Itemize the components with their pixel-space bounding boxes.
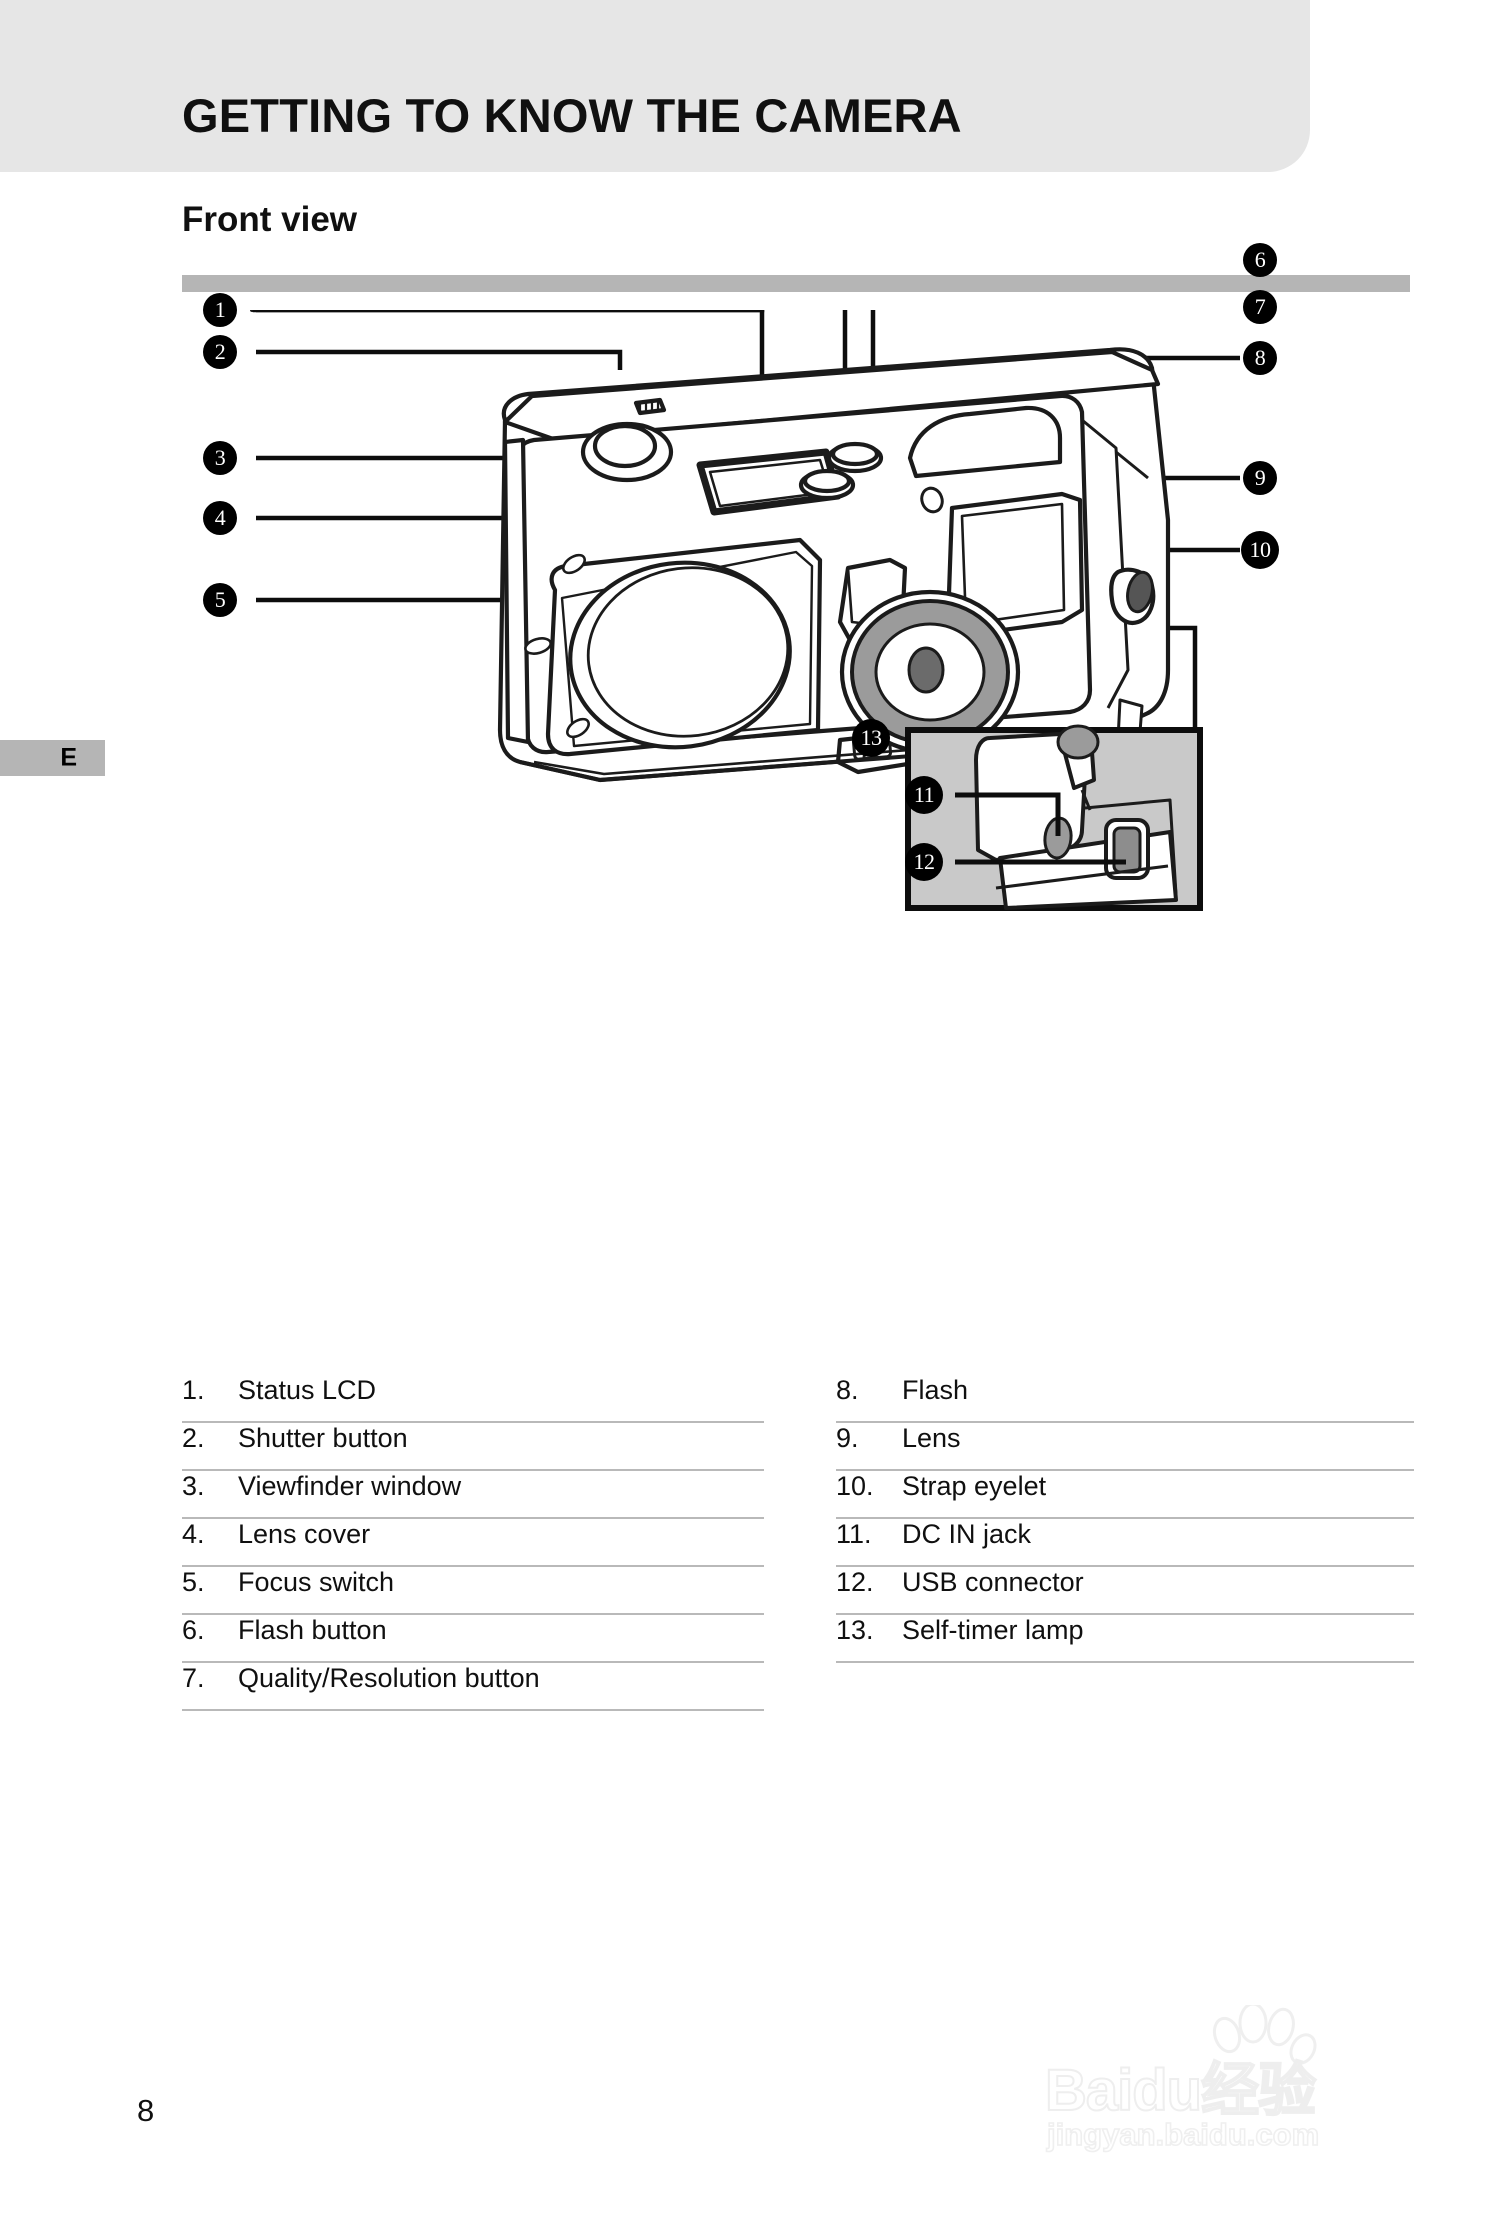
callout-13: 13 bbox=[852, 719, 890, 757]
feature-item-9: 9. Lens bbox=[836, 1423, 1414, 1471]
feature-item-11: 11. DC IN jack bbox=[836, 1519, 1414, 1567]
feature-item-8: 8. Flash bbox=[836, 1375, 1414, 1423]
feature-list-right: 8. Flash 9. Lens 10. Strap eyelet 11. DC… bbox=[836, 1375, 1414, 1663]
callout-8: 8 bbox=[1243, 341, 1277, 375]
feature-item-1: 1. Status LCD bbox=[182, 1375, 764, 1423]
feature-number: 9. bbox=[836, 1423, 859, 1453]
feature-label: Lens cover bbox=[238, 1519, 371, 1549]
feature-label: Flash button bbox=[238, 1615, 387, 1645]
callout-3: 3 bbox=[203, 441, 237, 475]
feature-item-4: 4. Lens cover bbox=[182, 1519, 764, 1567]
feature-list-left: 1. Status LCD 2. Shutter button 3. Viewf… bbox=[182, 1375, 764, 1711]
feature-label: Quality/Resolution button bbox=[238, 1663, 540, 1693]
feature-number: 1. bbox=[182, 1375, 205, 1405]
paw-print-icon bbox=[1212, 2005, 1317, 2065]
feature-item-3: 3. Viewfinder window bbox=[182, 1471, 764, 1519]
feature-number: 7. bbox=[182, 1663, 205, 1693]
feature-item-13: 13. Self-timer lamp bbox=[836, 1615, 1414, 1663]
feature-label: Focus switch bbox=[238, 1567, 395, 1597]
callout-4: 4 bbox=[203, 501, 237, 535]
feature-label: Viewfinder window bbox=[238, 1471, 462, 1501]
feature-label: Lens bbox=[902, 1423, 961, 1453]
feature-number: 11. bbox=[836, 1519, 872, 1549]
callout-6: 6 bbox=[1243, 243, 1277, 277]
watermark-brand: Baidu经验 bbox=[1044, 2057, 1317, 2124]
feature-number: 8. bbox=[836, 1375, 859, 1405]
callout-9: 9 bbox=[1243, 461, 1277, 495]
watermark-url: jingyan.baidu.com bbox=[1046, 2116, 1320, 2153]
feature-number: 10. bbox=[836, 1471, 874, 1501]
callout-11: 11 bbox=[905, 776, 943, 814]
feature-item-12: 12. USB connector bbox=[836, 1567, 1414, 1615]
section-divider-rule bbox=[182, 275, 1410, 292]
feature-label: Shutter button bbox=[238, 1423, 408, 1453]
camera-front-view-illustration bbox=[250, 310, 1240, 911]
feature-number: 6. bbox=[182, 1615, 205, 1645]
callout-10: 10 bbox=[1241, 531, 1279, 569]
feature-item-2: 2. Shutter button bbox=[182, 1423, 764, 1471]
feature-number: 4. bbox=[182, 1519, 205, 1549]
camera-diagram: 1 2 3 4 5 6 7 8 9 10 11 12 13 bbox=[0, 243, 1508, 1340]
page-number: 8 bbox=[137, 2093, 155, 2128]
page-title: GETTING TO KNOW THE CAMERA bbox=[182, 89, 962, 142]
feature-label: Flash bbox=[902, 1375, 969, 1405]
feature-number: 5. bbox=[182, 1567, 205, 1597]
callout-12: 12 bbox=[905, 843, 943, 881]
callout-5: 5 bbox=[203, 583, 237, 617]
section-subtitle: Front view bbox=[182, 200, 358, 239]
feature-item-6: 6. Flash button bbox=[182, 1615, 764, 1663]
feature-label: Status LCD bbox=[238, 1375, 377, 1405]
feature-label: Strap eyelet bbox=[902, 1471, 1047, 1501]
feature-item-7: 7. Quality/Resolution button bbox=[182, 1663, 764, 1711]
feature-label: Self-timer lamp bbox=[902, 1615, 1084, 1645]
baidu-watermark: Baidu经验 jingyan.baidu.com bbox=[1044, 2005, 1465, 2185]
feature-item-10: 10. Strap eyelet bbox=[836, 1471, 1414, 1519]
callout-2: 2 bbox=[203, 335, 237, 369]
language-tab: E bbox=[0, 740, 105, 776]
feature-number: 12. bbox=[836, 1567, 874, 1597]
feature-number: 3. bbox=[182, 1471, 205, 1501]
feature-number: 13. bbox=[836, 1615, 874, 1645]
feature-label: DC IN jack bbox=[902, 1519, 1032, 1549]
callout-1: 1 bbox=[203, 293, 237, 327]
feature-item-5: 5. Focus switch bbox=[182, 1567, 764, 1615]
language-tab-label: E bbox=[60, 743, 77, 772]
feature-label: USB connector bbox=[902, 1567, 1084, 1597]
feature-number: 2. bbox=[182, 1423, 205, 1453]
callout-7: 7 bbox=[1243, 290, 1277, 324]
page-header-band bbox=[0, 0, 1310, 172]
